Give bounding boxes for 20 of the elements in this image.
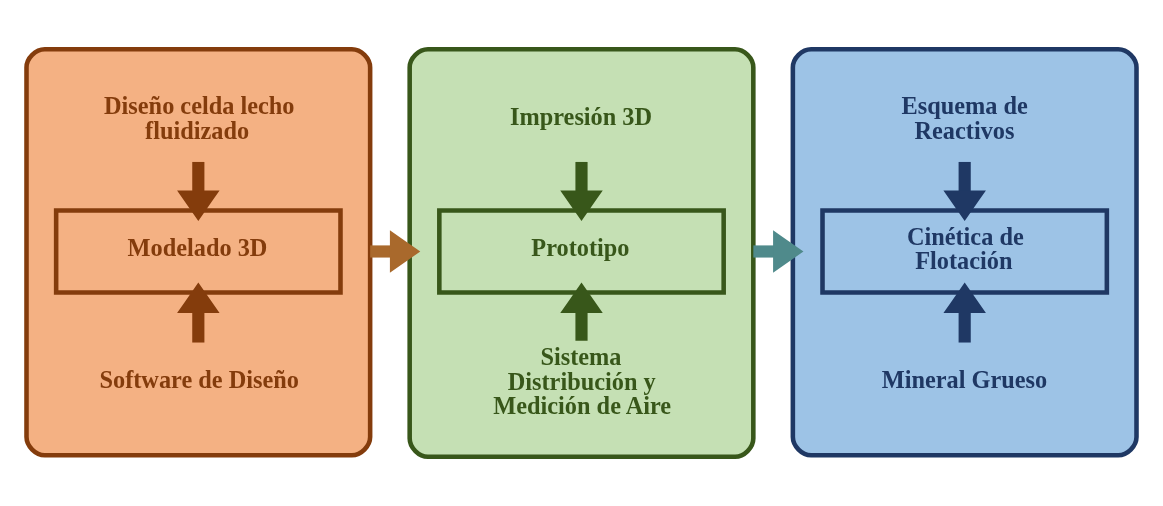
node-text: Mineral Grueso [881, 366, 1048, 394]
arrow [943, 282, 986, 343]
node-text: Esquema de Reactivos [901, 92, 1028, 144]
node-text: Diseño celda lecho fluidizado [104, 92, 295, 144]
node-text: Software de Diseño [99, 366, 299, 394]
arrow [370, 230, 421, 273]
arrow [943, 161, 986, 221]
node-box: Modelado 3D [53, 208, 343, 295]
cluster [790, 46, 1139, 458]
arrow [560, 282, 603, 341]
node-box: Prototipo [437, 208, 726, 295]
node-text: Impresión 3D [510, 102, 653, 130]
arrow [753, 230, 804, 273]
arrow [560, 161, 603, 221]
node-box: Cinética de Flotación [820, 208, 1110, 295]
cluster [24, 46, 373, 458]
arrow [177, 282, 220, 343]
node-text: Sistema Distribución y Medición de Aire [493, 343, 672, 419]
cluster [407, 46, 756, 460]
arrow [177, 161, 220, 221]
